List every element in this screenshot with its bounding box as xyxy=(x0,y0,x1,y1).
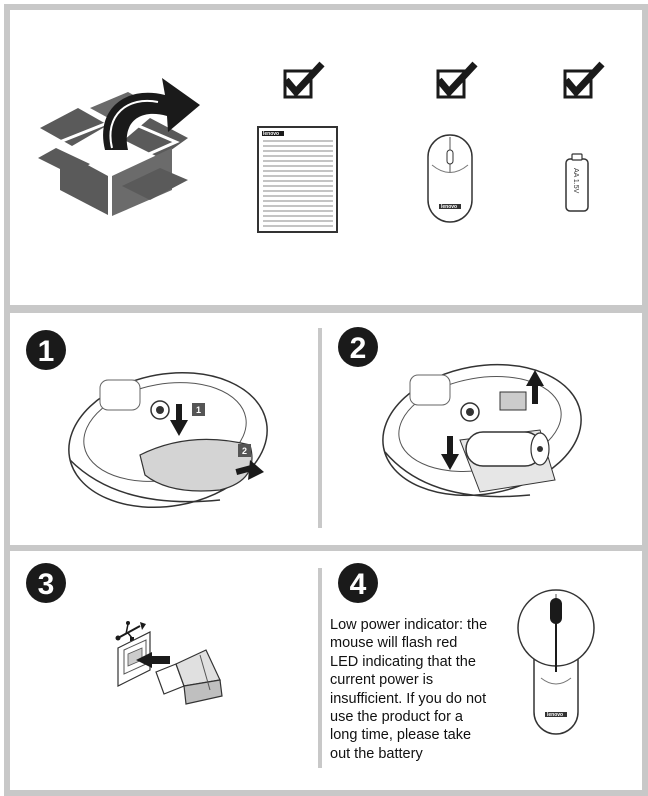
battery-label: AA 1.5V xyxy=(572,168,579,194)
divider-vertical-top xyxy=(318,328,322,528)
step-4-badge: 4 xyxy=(338,563,378,603)
manual-header-label: lenovo xyxy=(263,131,279,137)
mouse-bottom-view-step-1: 1 2 xyxy=(68,371,268,509)
checkmark-icon xyxy=(436,61,478,99)
magnifier-circle xyxy=(517,589,595,672)
step-2-number: 2 xyxy=(350,332,367,365)
checkmark-icon xyxy=(283,61,325,99)
step-1-callout-2: 2 xyxy=(242,446,247,456)
checkmark-icon xyxy=(563,61,605,99)
usb-receiver xyxy=(155,649,223,705)
step-1-callout-1: 1 xyxy=(196,405,201,415)
usb-icon xyxy=(115,621,146,641)
low-power-indicator-text: Low power indicator: the mouse will flas… xyxy=(330,617,488,762)
step-3-number: 3 xyxy=(38,568,55,601)
step-4-mouse-brand: lenovo xyxy=(547,712,563,718)
divider-middle xyxy=(4,545,648,551)
usb-port xyxy=(117,631,151,687)
mouse-bottom-view-step-2 xyxy=(382,363,582,498)
manual-document: lenovo xyxy=(257,126,338,233)
mouse-brand-label: lenovo xyxy=(441,204,457,210)
open-box-icon xyxy=(38,78,200,216)
divider-top xyxy=(4,305,648,313)
arrow-icon xyxy=(136,652,170,668)
step-2-badge: 2 xyxy=(338,327,378,367)
mouse-top-view: lenovo xyxy=(427,134,473,223)
step-4-number: 4 xyxy=(350,568,367,601)
step-1-number: 1 xyxy=(38,335,55,368)
divider-vertical-bottom xyxy=(318,568,322,768)
battery-icon: AA 1.5V xyxy=(565,153,589,212)
step-3-badge: 3 xyxy=(26,563,66,603)
step-1-badge: 1 xyxy=(26,330,66,370)
